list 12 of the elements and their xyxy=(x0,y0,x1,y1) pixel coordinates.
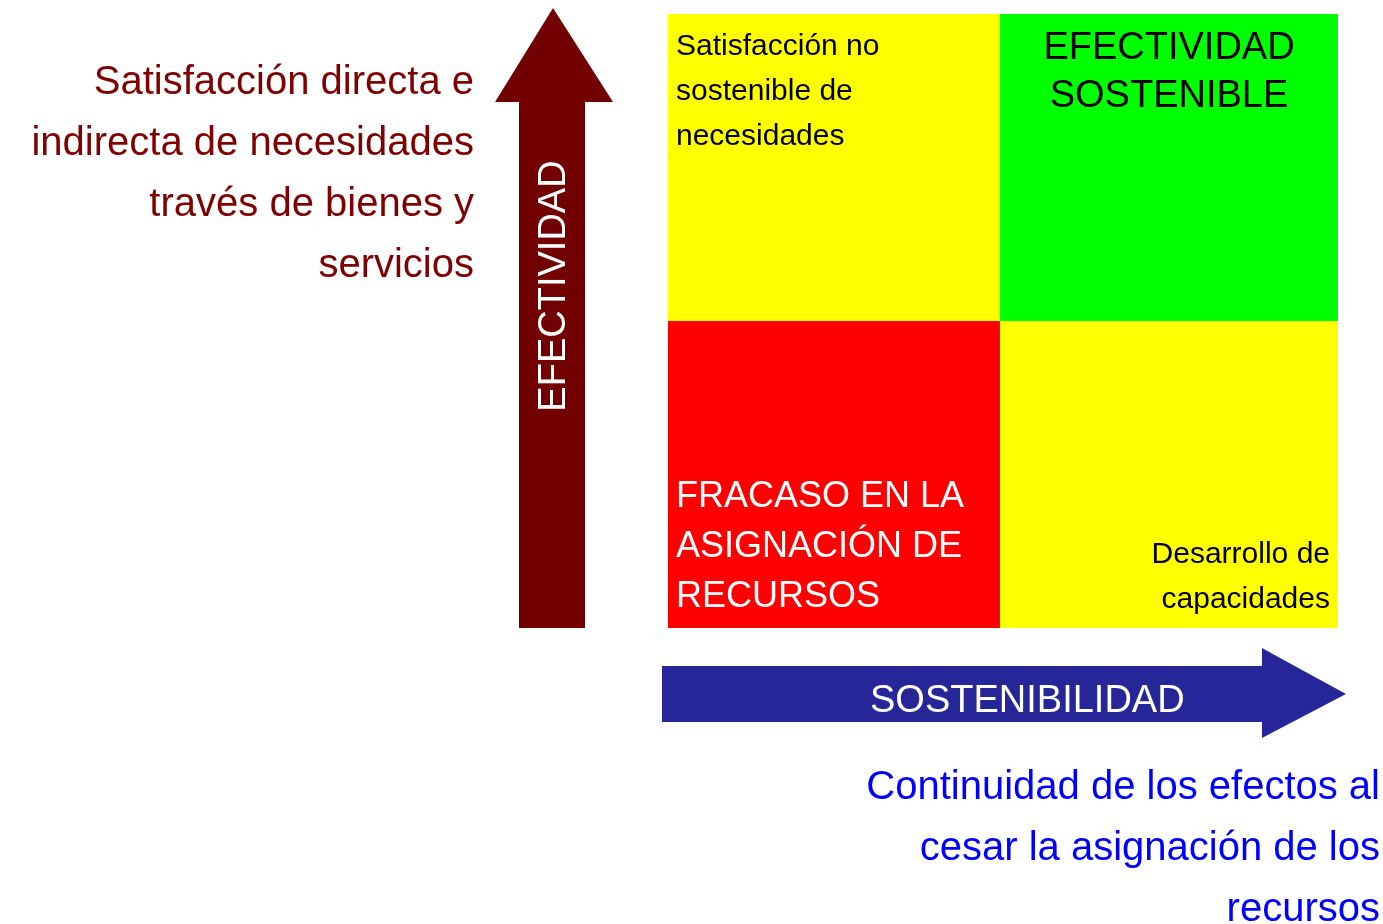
quadrant-panel xyxy=(1000,321,1338,628)
quadrant-panel xyxy=(1000,14,1338,321)
quadrant-panel xyxy=(668,321,1000,628)
quadrant-label: Satisfacción no sostenible de necesidades xyxy=(676,27,881,153)
axis-description: Satisfacción directa e indirecta de necesidades través de bienes y servicios xyxy=(30,57,474,287)
quadrant-panel xyxy=(668,14,1000,321)
axis-label: SOSTENIBILIDAD xyxy=(870,677,1185,722)
quadrant-label: EFECTIVIDAD SOSTENIBLE xyxy=(1042,24,1296,117)
axis-label: EFECTIVIDAD xyxy=(532,160,572,412)
quadrant-label: Desarrollo de capacidades xyxy=(1150,535,1330,616)
axis-description: Continuidad de los efectos al cesar la asignación de los recursos xyxy=(865,762,1380,924)
quadrant-label: FRACASO EN LA ASIGNACIÓN DE RECURSOS xyxy=(676,473,964,617)
